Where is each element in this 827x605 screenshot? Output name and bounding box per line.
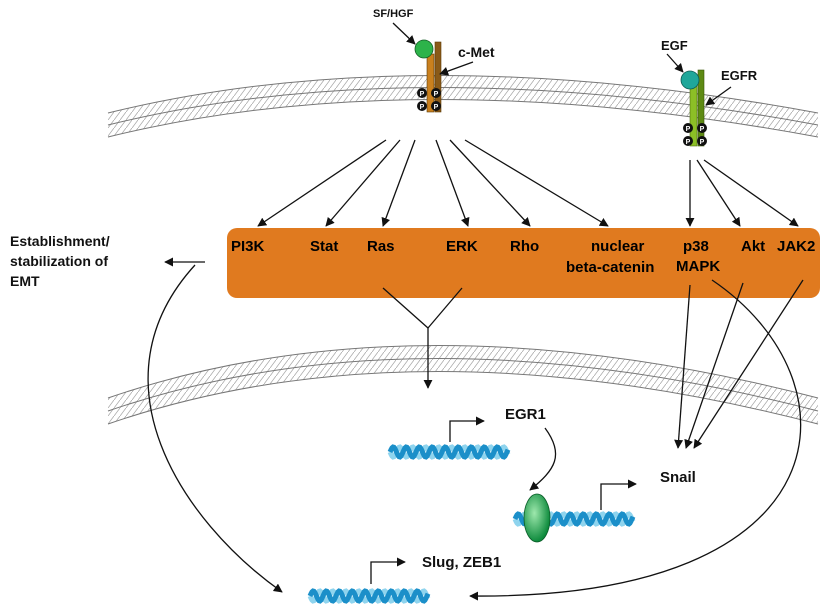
pi3k-to-slug-arrow [147, 264, 283, 593]
effector-beta-catenin: beta-catenin [566, 259, 654, 276]
svg-text:P: P [686, 126, 691, 133]
c-met-receptor: P P P P [414, 39, 442, 113]
sf-hgf-label: SF/HGF [373, 8, 414, 20]
effector-p38: p38 [683, 238, 709, 255]
effector-erk: ERK [446, 238, 478, 255]
egf-ligand [680, 70, 700, 90]
egfr-effectors-to-snail [674, 279, 804, 449]
egfr-label: EGFR [721, 68, 758, 83]
met-effector-arrows [257, 139, 609, 227]
snail-promoter-arrow [600, 479, 637, 510]
egr1-transcription-factor [523, 493, 551, 543]
effector-ras: Ras [367, 238, 395, 255]
egr1-to-tf-arrow [529, 427, 557, 491]
nuclear-membrane [107, 345, 819, 425]
slug-promoter-arrow [370, 557, 406, 584]
svg-text:P: P [434, 104, 439, 111]
plasma-membrane [107, 75, 819, 138]
egfr-effector-arrows [685, 159, 799, 227]
phospho-site-icon: P P P P [417, 88, 441, 111]
ras-erk-convergence [382, 287, 463, 389]
effector-akt: Akt [741, 238, 765, 255]
svg-text:P: P [434, 91, 439, 98]
effector-bar [227, 228, 820, 298]
emt-label-line1: Establishment/ [10, 233, 110, 249]
egr1-label: EGR1 [505, 406, 546, 423]
slug-zeb1-label: Slug, ZEB1 [422, 554, 501, 571]
effector-nuclear: nuclear [591, 238, 645, 255]
c-met-label: c-Met [458, 44, 495, 60]
svg-text:P: P [420, 104, 425, 111]
egf-label: EGF [661, 38, 688, 53]
effector-jak2: JAK2 [777, 238, 815, 255]
svg-text:P: P [686, 139, 691, 146]
svg-text:P: P [420, 91, 425, 98]
effector-stat: Stat [310, 238, 338, 255]
effector-pi3k: PI3K [231, 238, 265, 255]
emt-label-line2: stabilization of [10, 253, 108, 269]
effector-rho: Rho [510, 238, 539, 255]
mapk-to-slug-arrow [469, 279, 802, 601]
svg-text:P: P [700, 139, 705, 146]
sf-hgf-ligand [414, 39, 434, 59]
slug-zeb1-dna-helix [307, 588, 431, 604]
emt-label-line3: EMT [10, 273, 40, 289]
snail-label: Snail [660, 469, 696, 486]
phospho-site-icon: P P P P [683, 123, 707, 146]
egfr-receptor: P P P P [680, 69, 707, 147]
egr1-dna-helix [387, 444, 511, 460]
egr1-promoter-arrow [449, 416, 485, 442]
effector-mapk: MAPK [676, 258, 720, 275]
svg-text:P: P [700, 126, 705, 133]
